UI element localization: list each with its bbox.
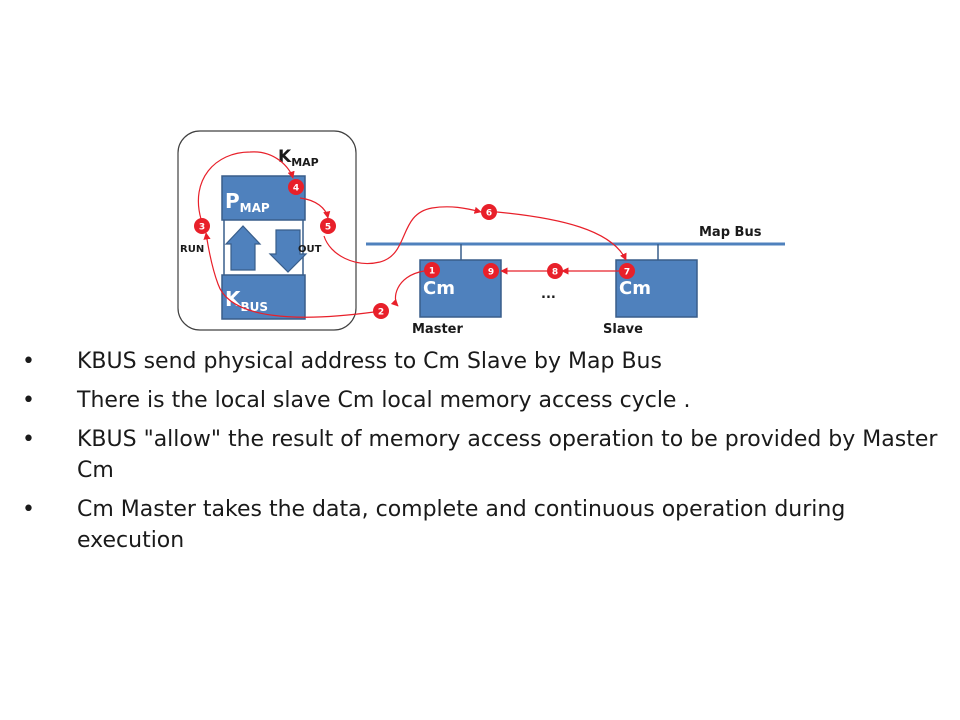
bullet-item: • KBUS send physical address to Cm Slave … — [22, 346, 942, 377]
svg-text:8: 8 — [552, 268, 558, 278]
step-badge-3: 3 — [194, 218, 210, 234]
bullet-item: • Cm Master takes the data, complete and … — [22, 494, 942, 556]
step-badge-1: 1 — [424, 262, 440, 278]
bullet-item: • KBUS "allow" the result of memory acces… — [22, 424, 942, 486]
flow-arrow-3-4 — [197, 151, 295, 220]
svg-text:5: 5 — [325, 223, 331, 233]
svg-text:7: 7 — [624, 268, 630, 278]
step-badge-9: 9 — [483, 263, 499, 279]
flow-arrow-4-5 — [299, 197, 331, 219]
bullet-item: • There is the local slave Cm local memor… — [22, 385, 942, 416]
ellipsis: ... — [541, 287, 556, 302]
run-label: RUN — [180, 244, 204, 255]
svg-text:2: 2 — [378, 308, 384, 318]
bullet-text: KBUS "allow" the result of memory access… — [77, 427, 938, 483]
bullet-list: • KBUS send physical address to Cm Slave … — [22, 346, 942, 564]
svg-text:9: 9 — [488, 268, 494, 278]
out-label: OUT — [298, 244, 322, 255]
bullet-text: Cm Master takes the data, complete and c… — [77, 497, 846, 553]
bullet-dot-icon: • — [22, 427, 35, 452]
flow-arrow-2-3 — [203, 232, 375, 318]
kbus-box — [221, 274, 306, 320]
step-badge-2: 2 — [373, 303, 389, 319]
svg-text:4: 4 — [293, 184, 299, 194]
bullet-dot-icon: • — [22, 497, 35, 522]
bullet-text: There is the local slave Cm local memory… — [77, 388, 691, 413]
cm-master-label: Cm — [423, 278, 455, 299]
slave-label: Slave — [603, 322, 643, 337]
svg-text:1: 1 — [429, 267, 435, 277]
flow-arrow-1-2 — [390, 270, 425, 307]
flow-arrow-6-7 — [496, 211, 627, 261]
svg-text:3: 3 — [199, 223, 205, 233]
map-bus-label: Map Bus — [699, 225, 762, 240]
step-badge-6: 6 — [481, 204, 497, 220]
down-block-arrow — [268, 229, 308, 273]
svg-text:6: 6 — [486, 209, 492, 219]
step-badge-5: 5 — [320, 218, 336, 234]
up-block-arrow — [224, 225, 262, 271]
pmap-label: PMAP — [225, 189, 270, 215]
step-badge-8: 8 — [547, 263, 563, 279]
master-label: Master — [412, 322, 463, 337]
step-badge-7: 7 — [619, 263, 635, 279]
bullet-text: KBUS send physical address to Cm Slave b… — [77, 349, 662, 374]
kmap-diagram: KMAP PMAP KBUS RUN OUT Map Bus Cm Cm ...… — [177, 130, 785, 337]
bullet-dot-icon: • — [22, 388, 35, 413]
bullet-dot-icon: • — [22, 349, 35, 374]
step-badge-4: 4 — [288, 179, 304, 195]
flow-arrow-5-6 — [323, 206, 482, 264]
cm-slave-label: Cm — [619, 278, 651, 299]
